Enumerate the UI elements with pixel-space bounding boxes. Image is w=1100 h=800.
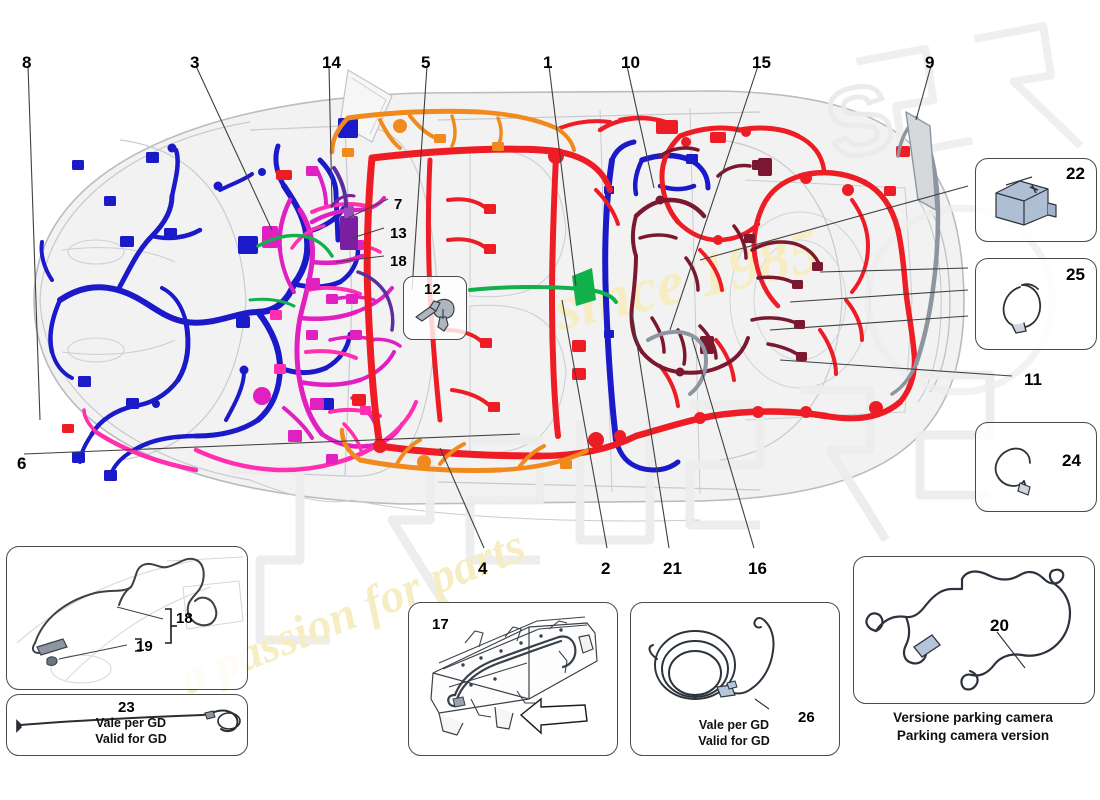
parking-camera-drawing (865, 568, 1072, 691)
purple-module (330, 194, 358, 250)
callout-10: 10 (621, 53, 640, 72)
gd-23-caption-en: Valid for GD (95, 732, 167, 746)
callout-7: 7 (394, 196, 403, 213)
callout-8: 8 (22, 53, 32, 72)
callout-19-panel: 19 (136, 638, 153, 655)
callout-13: 13 (390, 225, 407, 242)
harness-group (39, 108, 941, 481)
callout-26: 26 (798, 709, 815, 726)
callout-12: 12 (424, 281, 441, 298)
callout-25: 25 (1066, 265, 1085, 284)
parking-camera-caption-it: Versione parking camera (893, 710, 1053, 725)
callout-11: 11 (1024, 370, 1042, 389)
callout-4: 4 (478, 559, 488, 578)
callout-17: 17 (432, 616, 449, 633)
gd-cable-23-drawing (16, 709, 241, 733)
harness-orange (329, 108, 591, 474)
harness-violet (332, 166, 395, 332)
panel-tie-24 (975, 422, 1097, 512)
callout-9: 9 (925, 53, 935, 72)
callout-15: 15 (752, 53, 771, 72)
tie-25-drawing (1002, 283, 1041, 334)
callout-16: 16 (748, 559, 767, 578)
harness-red (363, 115, 918, 460)
gd-26-caption-it: Vale per GD (698, 718, 770, 732)
panel-parking-camera-20 (853, 556, 1095, 704)
dash-17-drawing (430, 616, 598, 736)
tie-24-drawing (994, 447, 1031, 496)
callout-5: 5 (421, 53, 431, 72)
panel-clip-12 (403, 276, 467, 340)
leader-lines (23, 65, 1013, 549)
callout-21: 21 (663, 559, 682, 578)
parking-camera-caption-en: Parking camera version (896, 728, 1050, 743)
callout-23: 23 (118, 699, 135, 716)
clip-12-drawing (415, 298, 455, 332)
panel-tie-25 (975, 258, 1097, 350)
callout-18-panel: 18 (176, 610, 193, 627)
callout-2: 2 (601, 559, 611, 578)
callout-6: 6 (17, 454, 27, 473)
callout-22: 22 (1066, 164, 1085, 183)
callout-20: 20 (990, 616, 1009, 635)
green-connector (572, 268, 596, 306)
panel-dash-17 (408, 602, 618, 756)
panel-hatch-18-19 (6, 546, 248, 690)
callout-24: 24 (1062, 451, 1081, 470)
gd-23-caption-it: Vale per GD (95, 716, 167, 730)
callout-1: 1 (543, 53, 553, 72)
callout-3: 3 (190, 53, 200, 72)
relay-22-drawing (995, 176, 1057, 226)
harness-red-connectors (62, 120, 910, 453)
callout-14: 14 (322, 53, 341, 72)
panel-gd-coil-26 (630, 602, 840, 756)
hatch-harness-drawing (16, 556, 244, 684)
harness-magenta-connectors (253, 166, 364, 464)
panel-gd-cable-23 (6, 694, 248, 756)
gd-coil-26-drawing (648, 617, 775, 710)
gd-26-caption-en: Valid for GD (698, 734, 770, 748)
panel-relay-22 (975, 158, 1097, 242)
hatch-panel (905, 111, 937, 211)
callout-18: 18 (390, 253, 407, 270)
